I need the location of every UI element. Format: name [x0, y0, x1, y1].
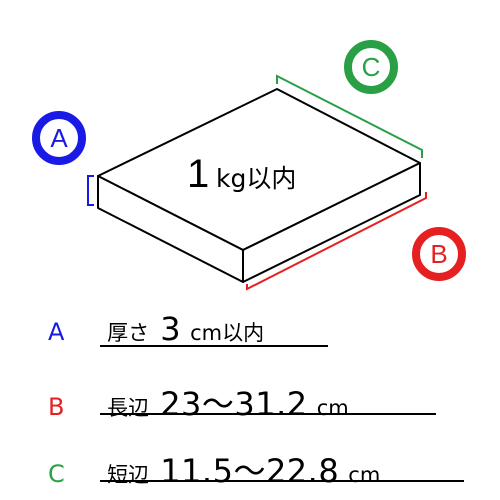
spec-b-name: 長辺 [107, 396, 150, 420]
badge-c-circle [344, 40, 398, 94]
spec-row-c: C 短辺 11.5〜22.8 cm [48, 446, 380, 492]
spec-c-name: 短辺 [107, 463, 150, 487]
spec-a-underline [100, 345, 328, 347]
spec-b-key: B [48, 393, 65, 421]
thickness-bracket-a [87, 175, 94, 206]
badge-a-letter: A [50, 123, 68, 153]
short-edge-bracket-c [276, 74, 423, 158]
spec-row-a: A 厚さ 3 cm以内 [48, 310, 264, 348]
spec-c-key: C [48, 460, 65, 488]
badge-c-letter: C [362, 52, 381, 82]
spec-b-value: 23〜31.2 [160, 385, 308, 423]
spec-c-value: 11.5〜22.8 [160, 452, 340, 490]
box-weight-number: 1 [187, 152, 209, 196]
spec-a-key: A [48, 318, 65, 346]
badge-a-circle [32, 111, 86, 165]
spec-a-unit: cm以内 [190, 321, 265, 345]
spec-a-value: 3 [160, 310, 182, 348]
box-weight-unit: kg以内 [216, 164, 296, 193]
spec-b-unit: cm [316, 396, 349, 420]
spec-c-underline [100, 480, 464, 482]
badge-b-circle [412, 227, 466, 281]
spec-c-unit: cm [348, 463, 381, 487]
spec-b-underline [100, 413, 436, 415]
long-edge-bracket-b [246, 192, 427, 291]
badge-b-letter: B [430, 239, 447, 269]
spec-a-name: 厚さ [107, 321, 150, 345]
box-right-face [242, 162, 421, 283]
spec-row-b: B 長辺 23〜31.2 cm [48, 379, 349, 425]
